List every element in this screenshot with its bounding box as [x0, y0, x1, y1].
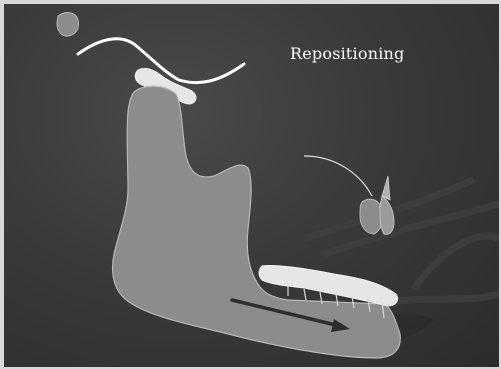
hyoid-curve — [304, 156, 372, 196]
slide-title: Repositioning — [290, 44, 404, 63]
hyoid-right-piece — [380, 196, 394, 234]
hyoid-left-piece — [360, 199, 383, 234]
hyoid-spike — [382, 176, 390, 200]
mandible-diagram — [4, 4, 499, 367]
bone-fragment — [57, 13, 79, 37]
slide: Repositioning — [4, 4, 499, 367]
